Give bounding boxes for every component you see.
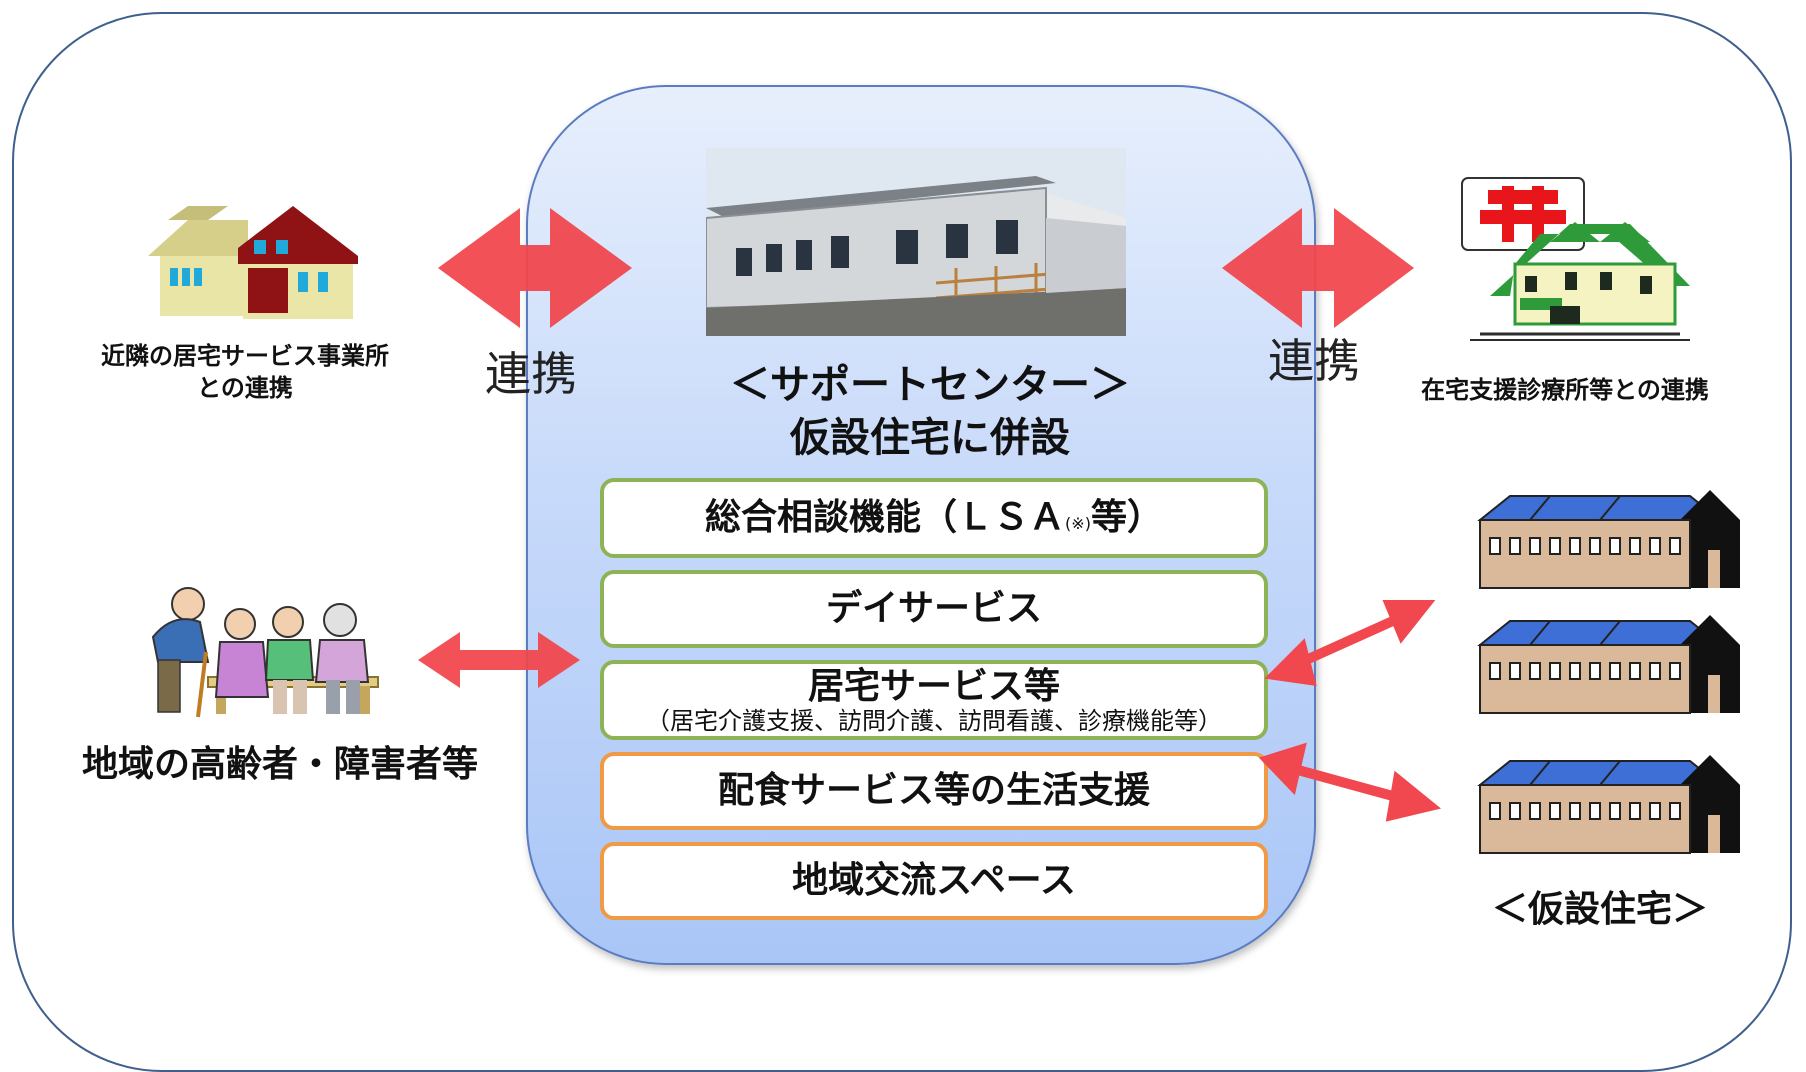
housing-label: ＜仮設住宅＞ [1491, 889, 1708, 930]
service-label: 居宅サービス等 [807, 666, 1060, 707]
house-icon [148, 206, 358, 319]
service-box-community-space: 地域交流スペース [600, 842, 1268, 920]
service-label: 総合相談機能（ＬＳＡ [705, 497, 1066, 538]
service-box-consultation: 総合相談機能（ＬＳＡ(※)等） [600, 478, 1268, 558]
service-label-suffix: 等） [1090, 497, 1163, 538]
service-box-dayservice: デイサービス [600, 570, 1268, 648]
office-label-line1: 近隣の居宅サービス事業所 [101, 342, 389, 370]
temporary-housing-group [1479, 489, 1741, 854]
center-title: ＜サポートセンター＞ [730, 362, 1130, 408]
building-photo [706, 148, 1126, 336]
service-box-meal-delivery: 配食サービス等の生活支援 [600, 752, 1268, 830]
service-label: 配食サービス等の生活支援 [717, 770, 1150, 811]
service-box-home-services: 居宅サービス等 （居宅介護支援、訪問介護、訪問看護、診療機能等） [600, 660, 1268, 740]
clinic-icon [1461, 177, 1690, 341]
service-sublabel: （居宅介護支援、訪問介護、訪問看護、診療機能等） [646, 707, 1222, 735]
temporary-house-icon [1479, 754, 1741, 854]
office-label-line2: との連携 [197, 374, 293, 402]
temporary-house-icon [1479, 614, 1741, 714]
elderly-label: 地域の高齢者・障害者等 [81, 744, 478, 785]
center-subtitle: 仮設住宅に併設 [790, 415, 1070, 461]
link-label-right: 連携 [1268, 334, 1360, 388]
service-label: 地域交流スペース [792, 860, 1076, 901]
temporary-house-icon [1479, 489, 1741, 589]
office-label: 近隣の居宅サービス事業所 との連携 [70, 340, 420, 404]
service-note: (※) [1065, 514, 1091, 533]
link-label-left: 連携 [485, 347, 577, 401]
clinic-label: 在宅支援診療所等との連携 [1421, 376, 1709, 404]
service-label: デイサービス [825, 588, 1042, 629]
elderly-group-icon [151, 587, 379, 718]
